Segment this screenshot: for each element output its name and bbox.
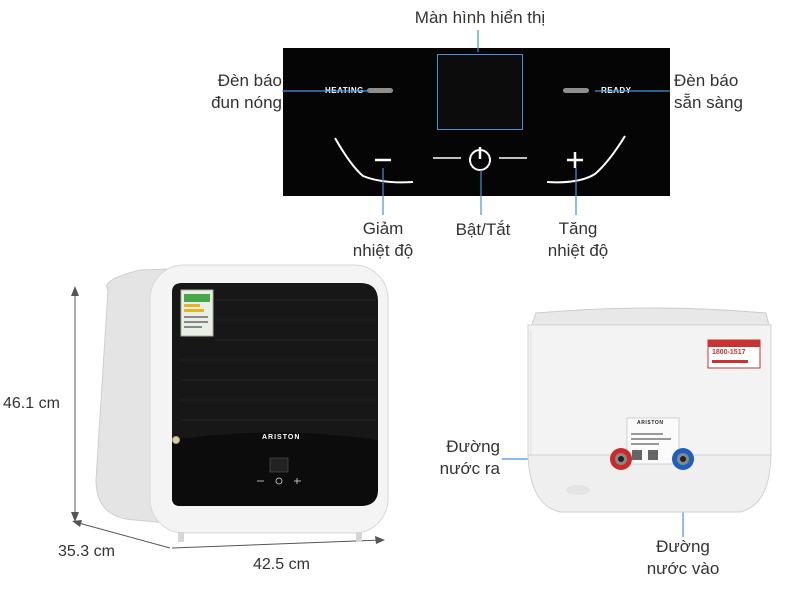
ready-light-label: Đèn báo sẵn sàng <box>674 71 743 112</box>
brand-logo: ARISTON <box>262 434 301 441</box>
heating-light-label: Đèn báo đun nóng <box>211 71 282 112</box>
display-screen <box>437 54 523 130</box>
back-brand: ARISTON <box>637 420 664 426</box>
increase-temp-label: Tăng nhiệt độ <box>547 219 609 260</box>
power-label: Bật/Tắt <box>455 220 511 239</box>
width-dimension: 42.5 cm <box>253 556 310 573</box>
panel-touch-controls <box>334 135 626 184</box>
water-inlet-label: Đường nước vào <box>646 537 720 578</box>
height-dimension: 46.1 cm <box>3 395 60 412</box>
display-label: Màn hình hiển thị <box>414 8 546 27</box>
water-outlet-label: Đường nước ra <box>439 437 500 478</box>
depth-dimension: 35.3 cm <box>58 543 115 560</box>
control-panel: HEATING READY <box>283 48 670 196</box>
decrease-temp-label: Giảm nhiệt độ <box>352 219 414 260</box>
ready-indicator-light <box>563 88 589 93</box>
heating-indicator-light <box>367 88 393 93</box>
hotline-number: 1800-1517 <box>712 349 746 356</box>
